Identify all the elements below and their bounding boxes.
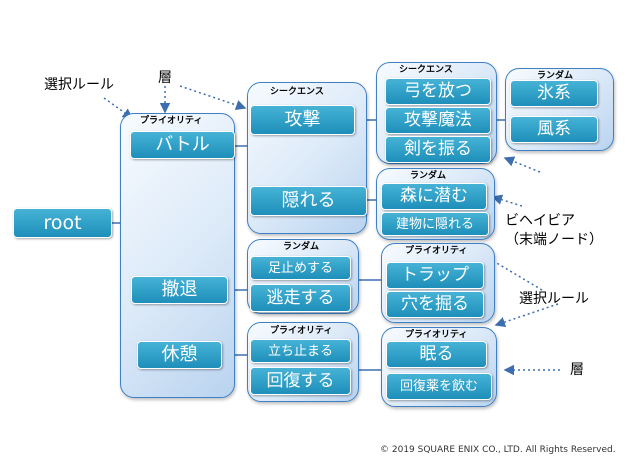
behavior-arrow-1 <box>503 156 541 173</box>
stand-still-node: 立ち止まる <box>250 339 351 363</box>
main-layer-rule: プライオリティ <box>140 116 203 126</box>
attack-magic-node: 攻撃魔法 <box>385 107 491 134</box>
swing-sword-node: 剣を振る <box>385 136 491 163</box>
behavior-label-line1: ビヘイビア <box>505 213 575 229</box>
battle-layer-rule: シークエンス <box>270 87 324 97</box>
drink-potion-node: 回復薬を飲む <box>386 373 492 400</box>
trap-node: トラップ <box>386 262 484 289</box>
footstop-node: 足止めする <box>250 256 351 280</box>
recover-node: 回復する <box>250 367 351 395</box>
lurk-forest-node: 森に潜む <box>381 183 487 210</box>
rest-node: 休憩 <box>137 341 222 369</box>
trap-layer-rule: プライオリティ <box>405 246 468 256</box>
behavior-arrow-2 <box>491 194 523 207</box>
selection-rule-top-arrow <box>103 97 134 119</box>
battle-node: バトル <box>130 131 235 159</box>
hide-building-node: 建物に隠れる <box>381 212 489 236</box>
attack-node: 攻撃 <box>250 105 355 135</box>
root-node: root <box>13 208 112 238</box>
wind-node: 風系 <box>510 116 598 143</box>
rest-layer-rule: プライオリティ <box>270 326 333 336</box>
retreat-layer-rule: ランダム <box>283 242 320 252</box>
layer-top-arrow-2 <box>179 85 247 111</box>
behavior-label-line2: （末端ノード） <box>505 232 603 248</box>
sleep-layer-rule: プライオリティ <box>405 330 468 340</box>
selection-rule-right-arrow-2 <box>494 303 559 328</box>
copyright-notice: © 2019 SQUARE ENIX CO., LTD. All Rights … <box>380 445 616 455</box>
selection-rule-right-label: 選択ルール <box>519 291 589 307</box>
attack-magic-layer-rule: ランダム <box>537 71 574 81</box>
attack-layer-rule: シークエンス <box>399 65 453 75</box>
sleep-node: 眠る <box>386 341 487 368</box>
ice-node: 氷系 <box>510 80 598 107</box>
shoot-bow-node: 弓を放つ <box>385 78 491 105</box>
retreat-node: 撤退 <box>131 276 228 304</box>
hide-node: 隠れる <box>250 186 367 216</box>
dig-hole-node: 穴を掘る <box>386 291 484 318</box>
selection-rule-top-label: 選択ルール <box>44 77 114 93</box>
layer-top-label: 層 <box>158 70 172 86</box>
hide-layer-rule: ランダム <box>410 171 447 181</box>
flee-node: 逃走する <box>250 284 351 312</box>
layer-right-label: 層 <box>570 362 584 378</box>
